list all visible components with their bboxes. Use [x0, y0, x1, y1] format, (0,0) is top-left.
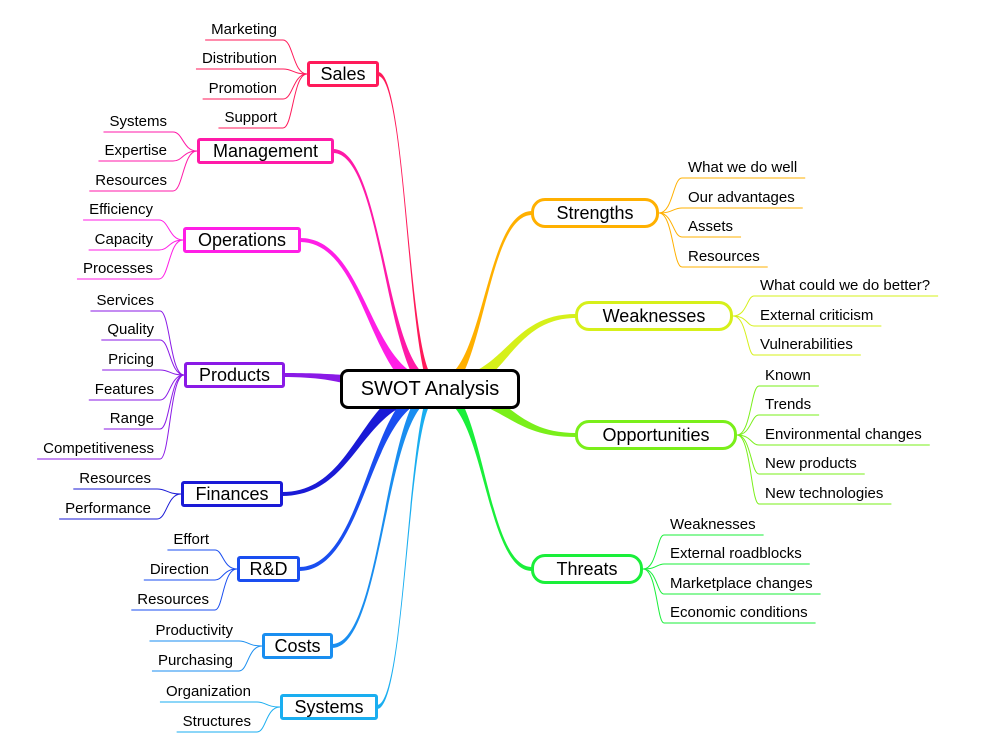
- leaf-marketing[interactable]: Marketing: [211, 21, 277, 38]
- left-6-link-1: [238, 645, 263, 672]
- leaf-what-we-do-well[interactable]: What we do well: [688, 159, 798, 176]
- leaf-new-technologies[interactable]: New technologies: [765, 485, 884, 502]
- connector-operations: [300, 238, 437, 398]
- left-7-link-1: [256, 706, 281, 733]
- right-3-link-1: [642, 563, 665, 570]
- leaf-resources-strengths[interactable]: Resources: [688, 248, 760, 265]
- leaf-capacity[interactable]: Capacity: [94, 231, 153, 248]
- connector-sales: [378, 72, 437, 398]
- leaf-resources-management[interactable]: Resources: [95, 172, 167, 189]
- right-0-link-3: [658, 212, 683, 268]
- leaf-known[interactable]: Known: [765, 367, 811, 384]
- right-2-link-3: [736, 434, 760, 475]
- leaf-features[interactable]: Features: [94, 381, 154, 398]
- left-2-link-0: [158, 219, 184, 241]
- leaf-pricing[interactable]: Pricing: [108, 351, 154, 368]
- leaf-resources-rd[interactable]: Resources: [137, 591, 209, 608]
- leaf-our-advantages[interactable]: Our advantages: [688, 189, 795, 206]
- connector-management: [333, 149, 437, 398]
- connector-systems: [377, 380, 437, 709]
- leaf-assets[interactable]: Assets: [688, 218, 734, 235]
- leaf-external-roadblocks[interactable]: External roadblocks: [670, 545, 802, 562]
- left-1-link-2: [172, 150, 198, 192]
- leaf-marketplace-changes[interactable]: Marketplace changes: [670, 575, 813, 592]
- connector-r-d: [299, 380, 437, 571]
- right-1-link-1: [732, 315, 755, 327]
- leaf-organization[interactable]: Organization: [165, 683, 251, 700]
- leaf-efficiency[interactable]: Efficiency: [89, 201, 153, 218]
- left-5-link-0: [214, 549, 238, 570]
- branch-opportunities[interactable]: Opportunities: [575, 420, 737, 450]
- right-3-link-3: [642, 568, 665, 624]
- leaf-quality[interactable]: Quality: [107, 321, 154, 338]
- branch-costs[interactable]: Costs: [262, 633, 333, 659]
- left-0-link-0: [282, 39, 308, 75]
- leaf-resources-finances[interactable]: Resources: [79, 470, 151, 487]
- right-1-link-0: [732, 295, 755, 317]
- leaf-external-criticism[interactable]: External criticism: [760, 307, 874, 324]
- left-4-link-0: [156, 488, 182, 495]
- branch-strengths[interactable]: Strengths: [531, 198, 659, 228]
- left-6-link-0: [238, 640, 263, 647]
- leaf-productivity[interactable]: Productivity: [155, 622, 233, 639]
- leaf-vulnerabilities[interactable]: Vulnerabilities: [760, 336, 853, 353]
- connector-threats: [437, 380, 532, 571]
- leaf-direction[interactable]: Direction: [149, 561, 209, 578]
- left-3-link-2: [159, 369, 185, 376]
- leaf-processes[interactable]: Processes: [82, 260, 153, 277]
- leaf-weaknesses-threats[interactable]: Weaknesses: [670, 516, 756, 533]
- leaf-services[interactable]: Services: [96, 292, 154, 309]
- left-5-link-1: [214, 568, 238, 581]
- left-0-link-3: [282, 73, 308, 129]
- right-2-link-0: [736, 385, 760, 436]
- left-5-link-2: [214, 568, 238, 611]
- branch-sales[interactable]: Sales: [307, 61, 379, 87]
- leaf-distribution[interactable]: Distribution: [201, 50, 277, 67]
- leaf-effort[interactable]: Effort: [173, 531, 209, 548]
- left-1-link-0: [172, 131, 198, 152]
- branch-r-and-d[interactable]: R&D: [237, 556, 300, 582]
- leaf-purchasing[interactable]: Purchasing: [157, 652, 233, 669]
- branch-finances[interactable]: Finances: [181, 481, 283, 507]
- branch-products[interactable]: Products: [184, 362, 285, 388]
- left-3-link-1: [159, 339, 185, 376]
- leaf-structures[interactable]: Structures: [182, 713, 251, 730]
- leaf-trends[interactable]: Trends: [765, 396, 812, 413]
- connector-costs: [332, 380, 437, 648]
- left-3-link-5: [159, 374, 185, 460]
- connector-finances: [282, 380, 437, 496]
- right-0-link-1: [658, 207, 683, 214]
- left-2-link-2: [158, 239, 184, 280]
- leaf-new-products[interactable]: New products: [765, 455, 857, 472]
- left-0-link-1: [282, 68, 308, 75]
- leaf-support[interactable]: Support: [224, 109, 277, 126]
- leaf-environmental-changes[interactable]: Environmental changes: [765, 426, 922, 443]
- leaf-expertise[interactable]: Expertise: [104, 142, 167, 159]
- right-3-link-0: [642, 534, 665, 570]
- leaf-what-could-we-do-better[interactable]: What could we do better?: [760, 277, 931, 294]
- leaf-competitiveness[interactable]: Competitiveness: [43, 440, 154, 457]
- leaf-range[interactable]: Range: [109, 410, 154, 427]
- central-topic[interactable]: SWOT Analysis: [340, 369, 520, 409]
- leaf-performance[interactable]: Performance: [65, 500, 151, 517]
- leaf-promotion[interactable]: Promotion: [208, 80, 277, 97]
- branch-threats[interactable]: Threats: [531, 554, 643, 584]
- leaf-systems[interactable]: Systems: [109, 113, 167, 130]
- right-2-link-4: [736, 434, 760, 505]
- right-3-link-2: [642, 568, 665, 595]
- right-1-link-2: [732, 315, 755, 356]
- right-0-link-0: [658, 177, 683, 214]
- left-3-link-0: [159, 310, 185, 376]
- right-2-link-1: [736, 414, 760, 436]
- branch-systems[interactable]: Systems: [280, 694, 378, 720]
- left-3-link-4: [159, 374, 185, 430]
- left-7-link-0: [256, 701, 281, 708]
- leaf-economic-conditions[interactable]: Economic conditions: [670, 604, 808, 621]
- branch-operations[interactable]: Operations: [183, 227, 301, 253]
- branch-weaknesses[interactable]: Weaknesses: [575, 301, 733, 331]
- branch-management[interactable]: Management: [197, 138, 334, 164]
- left-4-link-1: [156, 493, 182, 520]
- connector-strengths: [437, 211, 532, 398]
